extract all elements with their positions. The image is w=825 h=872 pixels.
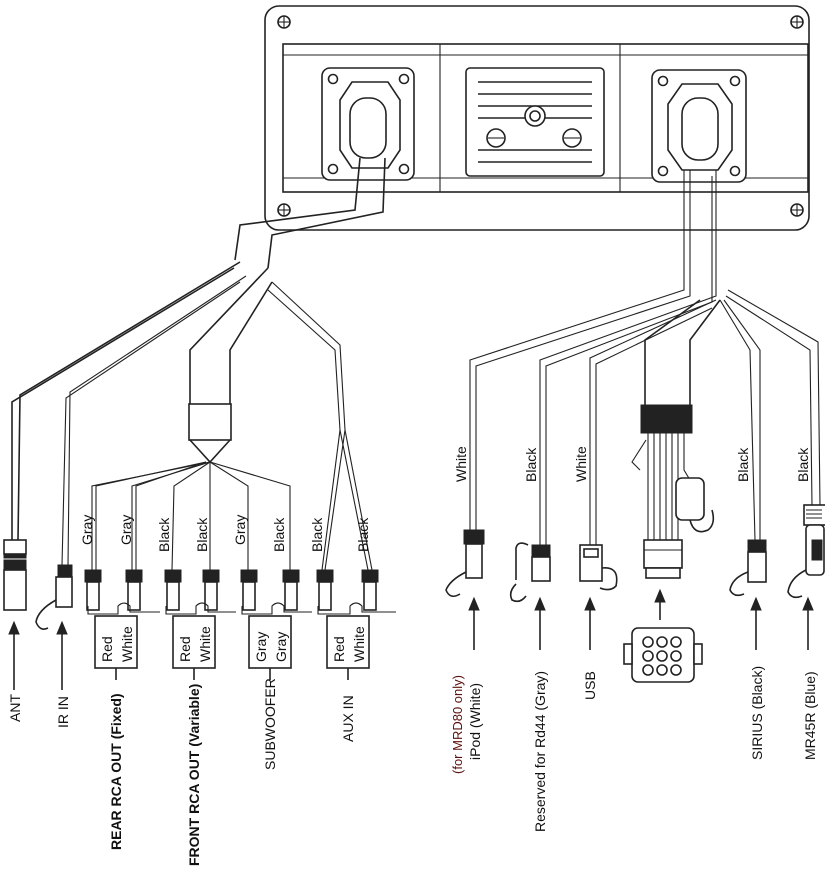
ir-in-connector xyxy=(35,564,73,630)
wire-label-ipod: White xyxy=(453,446,469,482)
sirius-connector xyxy=(729,539,767,597)
plug-label-rear-red: Red xyxy=(99,636,115,662)
wire-label-reserved: Black xyxy=(523,447,539,482)
ipod-connector xyxy=(445,529,485,598)
rear-plug-box xyxy=(94,615,138,669)
label-ipod: iPod (White) xyxy=(467,683,483,760)
heatsink-vent xyxy=(465,67,605,177)
rca-plugs xyxy=(84,569,396,615)
wire-label-rear-right: Gray xyxy=(118,515,134,545)
wire-label-usb: White xyxy=(573,446,589,482)
label-sirius: SIRIUS (Black) xyxy=(749,666,765,760)
plug-label-rear-white: White xyxy=(119,626,135,662)
label-aux-in: AUX IN xyxy=(340,695,356,742)
front-plug-box xyxy=(172,615,216,669)
label-rear-rca: REAR RCA OUT (Fixed) xyxy=(108,693,124,850)
label-subwoofer: SUBWOOFER xyxy=(262,678,278,770)
reserved-connector xyxy=(509,542,551,603)
ant-connector xyxy=(3,539,27,611)
wire-label-front-left: Black xyxy=(156,517,172,552)
plug-label-aux-red: Red xyxy=(331,636,347,662)
label-reserved: Reserved for Rd44 (Gray) xyxy=(532,671,548,832)
plug-label-front-white: White xyxy=(197,626,213,662)
plug-label-aux-white: White xyxy=(351,626,367,662)
mr45r-connector xyxy=(787,504,825,599)
right-grommet xyxy=(651,69,747,183)
usb-connector xyxy=(579,544,618,591)
label-front-rca: FRONT RCA OUT (Variable) xyxy=(186,684,202,866)
wire-label-sirius: Black xyxy=(735,447,751,482)
sub-plug-box xyxy=(248,615,292,669)
label-usb: USB xyxy=(582,671,598,700)
label-ipod-note: (for MRD80 only) xyxy=(450,675,465,774)
right-harness xyxy=(469,170,821,579)
label-ir-in: IR IN xyxy=(55,696,71,728)
wire-label-front-right: Black xyxy=(194,517,210,552)
wire-label-sub-left: Gray xyxy=(232,515,248,545)
arrow-up-icon xyxy=(468,596,814,650)
plug-label-sub-gray1: Gray xyxy=(253,632,269,662)
mounting-screw-icon xyxy=(277,15,804,217)
wire-label-aux-left: Black xyxy=(309,517,325,552)
arrow-up-icon xyxy=(8,620,68,690)
left-grommet xyxy=(321,67,415,181)
plug-label-sub-gray2: Gray xyxy=(273,632,289,662)
plug-label-front-red: Red xyxy=(177,636,193,662)
power-plug-detail xyxy=(623,588,703,683)
wire-label-rear-left: Gray xyxy=(79,515,95,545)
left-harness xyxy=(11,157,386,571)
wire-label-mr45r: Black xyxy=(795,447,811,482)
label-mr45r: MR45R (Blue) xyxy=(802,671,818,760)
wire-label-aux-right: Black xyxy=(355,517,371,552)
head-unit-rear xyxy=(264,5,810,231)
wire-label-sub-right: Black xyxy=(271,517,287,552)
label-ant: ANT xyxy=(7,694,23,722)
